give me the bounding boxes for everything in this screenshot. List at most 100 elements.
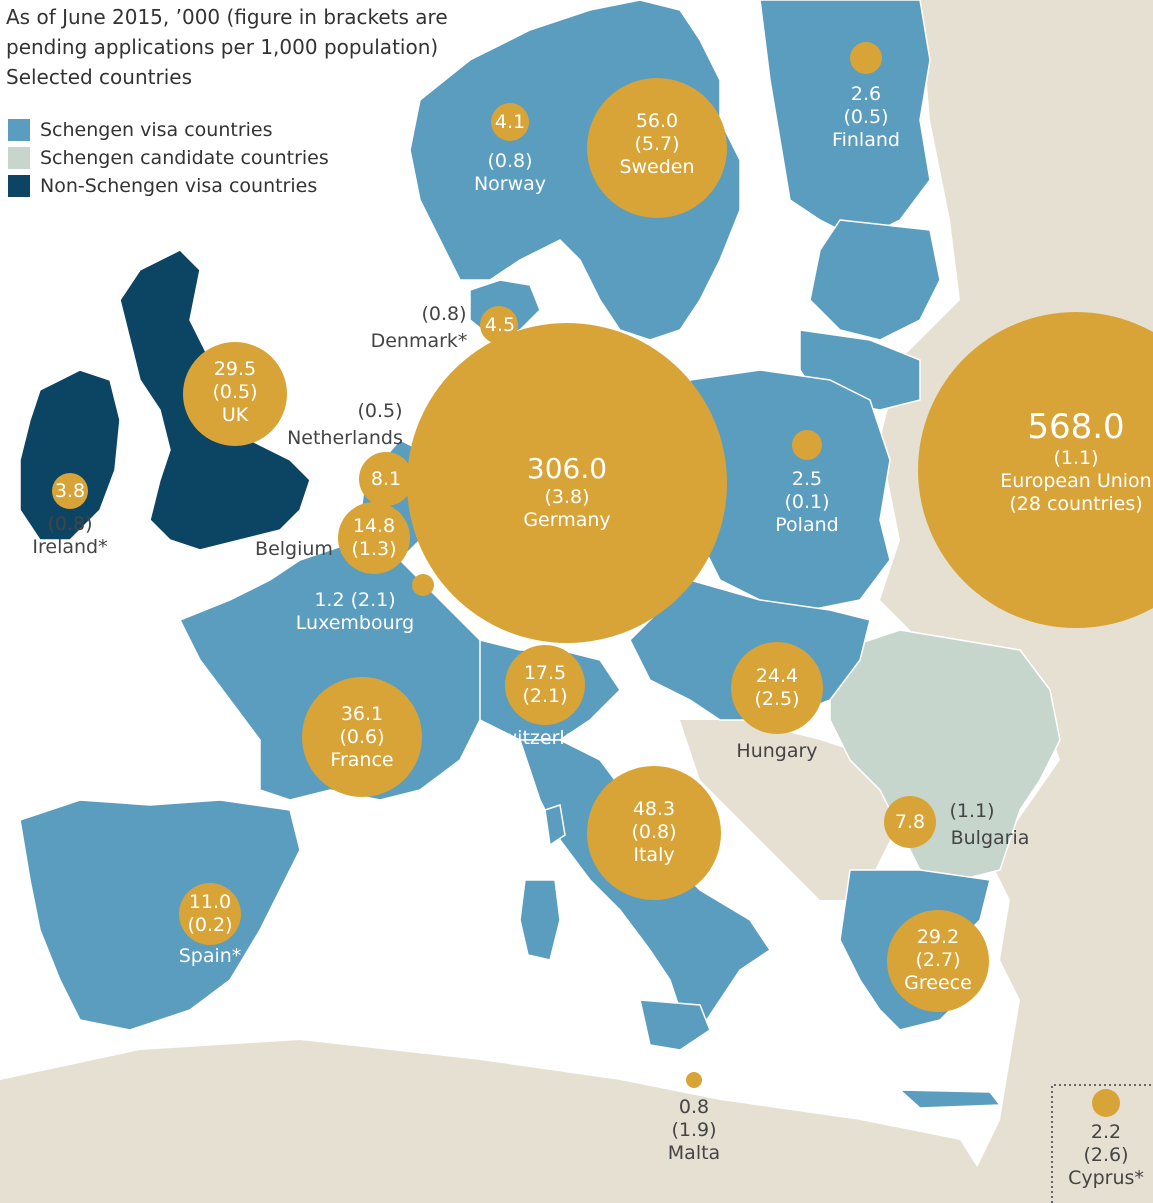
- malta-per1000: (1.9): [671, 1119, 717, 1141]
- legend-item-candidate: Schengen candidate countries: [8, 144, 329, 172]
- label-malta: 0.8 (1.9) Malta: [664, 1096, 724, 1165]
- sicily-land: [639, 999, 711, 1051]
- label-netherlands-per1000: (0.5): [345, 400, 415, 423]
- ireland-name: Ireland*: [32, 536, 108, 558]
- denmark-name: Denmark*: [370, 330, 468, 352]
- hungary-value: 24.4: [755, 665, 799, 687]
- uk-value: 29.5: [213, 358, 257, 380]
- label-eu: 568.0 (1.1) European Union (28 countries…: [960, 407, 1153, 516]
- france-per1000: (0.6): [339, 726, 385, 748]
- cyprus-value: 2.2: [1090, 1121, 1122, 1143]
- ireland-value: 3.8: [54, 480, 86, 502]
- label-uk: 29.5 (0.5) UK: [185, 358, 285, 427]
- denmark-per1000: (0.8): [421, 303, 467, 325]
- label-italy: 48.3 (0.8) Italy: [594, 798, 714, 867]
- uk-per1000: (0.5): [212, 381, 258, 403]
- bubble-france: [302, 677, 422, 797]
- poland-name: Poland: [775, 514, 839, 536]
- italy-value: 48.3: [632, 798, 676, 820]
- greece-name: Greece: [904, 972, 972, 994]
- label-sweden: 56.0 (5.7) Sweden: [597, 110, 717, 179]
- germany-per1000: (3.8): [544, 486, 590, 508]
- bubble-norway: [491, 103, 529, 141]
- bubble-denmark: [480, 306, 518, 344]
- caption-line-3: Selected countries: [6, 65, 192, 89]
- africa-land: [0, 1040, 1000, 1203]
- sweden-name: Sweden: [619, 156, 695, 178]
- malta-value: 0.8: [678, 1096, 710, 1118]
- label-poland: 2.5 (0.1) Poland: [762, 468, 852, 537]
- netherlands-value: 8.1: [370, 468, 402, 490]
- legend-label-non-schengen: Non-Schengen visa countries: [40, 175, 318, 197]
- legend: Schengen visa countries Schengen candida…: [8, 116, 329, 200]
- malta-name: Malta: [667, 1142, 721, 1164]
- bubble-netherlands: [359, 452, 413, 506]
- label-switzerland-name: Switzerland: [470, 727, 620, 750]
- label-norway-value: 4.1: [490, 111, 530, 134]
- spain-value: 11.0: [188, 891, 232, 913]
- legend-label-schengen: Schengen visa countries: [40, 119, 273, 141]
- label-ireland-text: (0.8) Ireland*: [20, 513, 120, 559]
- iberia-land: [19, 799, 301, 1031]
- greece-per1000: (2.7): [915, 949, 961, 971]
- bubble-uk: [183, 342, 287, 446]
- label-belgium-values: 14.8 (1.3): [339, 515, 409, 561]
- sweden-value: 56.0: [635, 110, 679, 132]
- cyprus-inset-frame: [1051, 1084, 1153, 1203]
- bubble-cyprus: [1092, 1089, 1120, 1117]
- baltic-north-land: [809, 219, 941, 341]
- finland-value: 2.6: [850, 83, 882, 105]
- schengen-candidate-land: [829, 629, 1061, 881]
- label-luxembourg: 1.2 (2.1) Luxembourg: [290, 589, 420, 635]
- bubble-ireland: [52, 473, 88, 509]
- caption-line-2: pending applications per 1,000 populatio…: [6, 35, 439, 59]
- label-denmark-per1000: (0.8): [414, 303, 474, 326]
- label-finland: 2.6 (0.5) Finland: [820, 83, 912, 152]
- france-name: France: [330, 749, 394, 771]
- label-switzerland-values: 17.5 (2.1): [510, 662, 580, 708]
- eu-value: 568.0: [1027, 407, 1125, 447]
- belgium-name: Belgium: [255, 538, 333, 560]
- legend-item-schengen: Schengen visa countries: [8, 116, 329, 144]
- poland-value: 2.5: [791, 468, 823, 490]
- luxembourg-line: 1.2 (2.1): [290, 589, 420, 612]
- uk-name: UK: [221, 404, 249, 426]
- bubble-spain: [179, 883, 241, 945]
- eu-name: European Union: [1000, 470, 1152, 492]
- netherlands-per1000: (0.5): [357, 400, 403, 422]
- crete-land: [897, 1089, 1002, 1109]
- label-hungary-name: Hungary: [717, 740, 837, 763]
- italy-per1000: (0.8): [631, 821, 677, 843]
- hungary-per1000: (2.5): [754, 688, 800, 710]
- label-bulgaria-value: 7.8: [890, 811, 930, 834]
- caption-line-1: As of June 2015, ’000 (figure in bracket…: [6, 5, 448, 29]
- france-value: 36.1: [340, 703, 384, 725]
- bubbles: [52, 42, 1153, 1117]
- bubble-luxembourg: [412, 574, 434, 596]
- cyprus-name: Cyprus*: [1068, 1167, 1144, 1189]
- corsica-land: [544, 804, 566, 847]
- switzerland-name: Switzerland: [489, 727, 601, 749]
- bubble-belgium: [338, 502, 410, 574]
- legend-swatch-candidate: [8, 147, 30, 169]
- italy-name: Italy: [633, 844, 675, 866]
- norway-value: 4.1: [494, 111, 526, 133]
- label-cyprus: 2.2 (2.6) Cyprus*: [1061, 1121, 1151, 1190]
- caption: As of June 2015, ’000 (figure in bracket…: [6, 2, 448, 92]
- spain-name: Spain*: [178, 945, 242, 967]
- finland-name: Finland: [832, 129, 900, 151]
- bubble-hungary: [731, 642, 823, 734]
- luxembourg-name: Luxembourg: [295, 612, 415, 634]
- belgium-value: 14.8: [352, 515, 396, 537]
- label-belgium-name: Belgium: [244, 538, 344, 561]
- bulgaria-value: 7.8: [894, 811, 926, 833]
- label-ireland-value: 3.8: [50, 480, 90, 503]
- label-netherlands-name: Netherlands: [275, 427, 415, 450]
- bubble-italy: [587, 766, 721, 900]
- sweden-per1000: (5.7): [634, 133, 680, 155]
- label-bulgaria-per1000: (1.1): [942, 800, 1002, 823]
- norway-per1000: (0.8): [487, 150, 533, 172]
- denmark-value: 4.5: [484, 314, 516, 336]
- label-hungary-values: 24.4 (2.5): [737, 665, 817, 711]
